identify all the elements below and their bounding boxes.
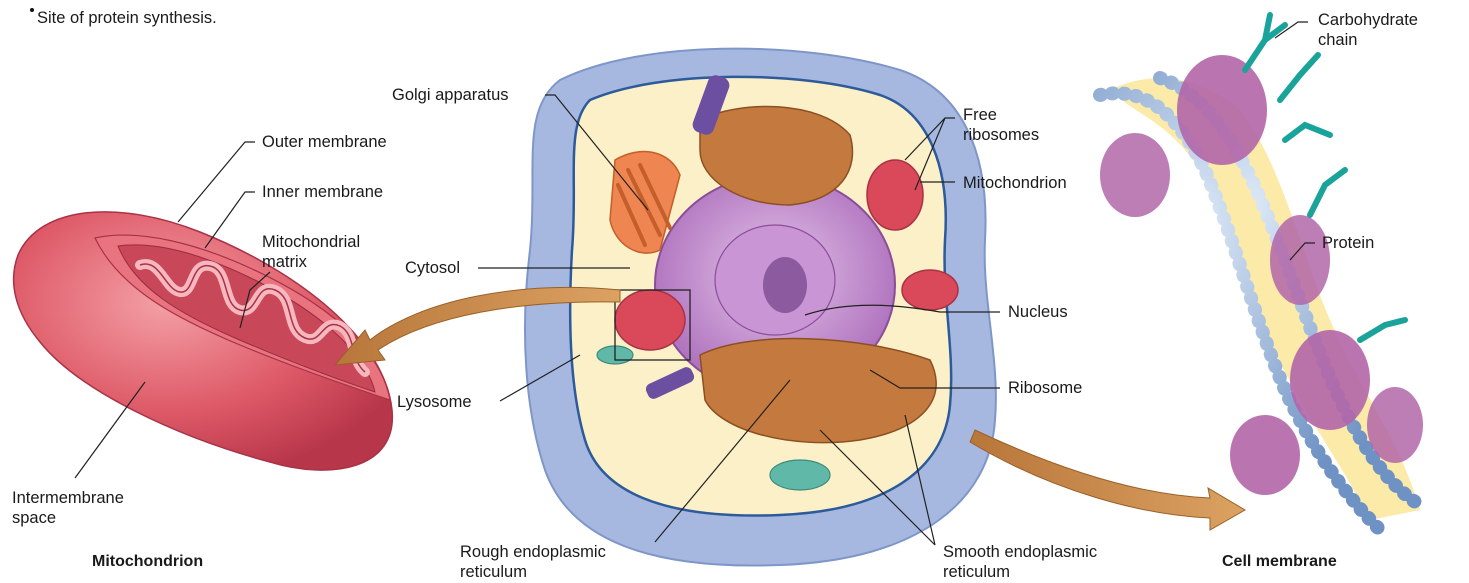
label-outer-membrane: Outer membrane [262,132,387,152]
footnote-text: Site of protein synthesis. [37,8,217,28]
label-smooth-er: Smooth endoplasmic reticulum [943,542,1097,582]
label-inner-membrane: Inner membrane [262,182,383,202]
label-intermembrane-space: Intermembrane space [12,488,124,528]
label-nucleus: Nucleus [1008,302,1068,322]
arrow-to-cell-membrane [970,430,1245,530]
label-golgi-apparatus: Golgi apparatus [392,85,509,105]
label-mitochondrial-matrix: Mitochondrial matrix [262,232,360,272]
animal-cell-drawing [525,49,996,566]
label-mitochondrion: Mitochondrion [963,173,1067,193]
label-carbohydrate-chain: Carbohydrate chain [1318,10,1418,50]
cell-membrane-drawing [1100,15,1423,530]
caption-mitochondrion: Mitochondrion [92,552,203,572]
label-ribosome: Ribosome [1008,378,1082,398]
label-protein: Protein [1322,233,1374,253]
footnote-bullet [30,8,34,12]
caption-cell-membrane: Cell membrane [1222,552,1337,572]
label-rough-er: Rough endoplasmic reticulum [460,542,606,582]
label-free-ribosomes: Free ribosomes [963,105,1039,145]
label-cytosol: Cytosol [405,258,460,278]
label-lysosome: Lysosome [397,392,472,412]
